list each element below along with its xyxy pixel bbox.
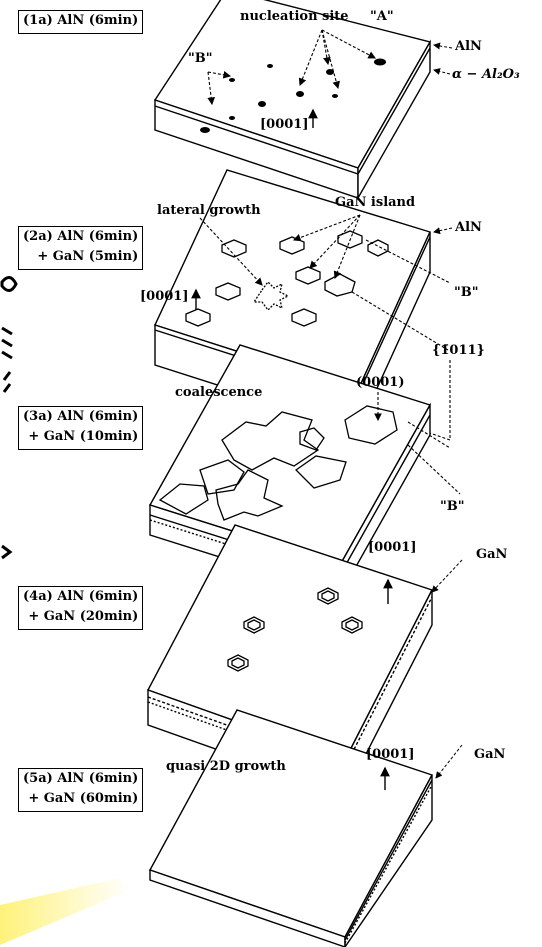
highlight-streak <box>0 878 130 945</box>
site-a-label: "A" <box>370 9 394 24</box>
aln-leader-1 <box>433 42 453 50</box>
gan-leader-5 <box>435 744 463 779</box>
stage1-arrows <box>207 29 376 106</box>
site-b-label-2: "B" <box>454 285 479 300</box>
stage-1a-line1: (1a) AlN (6min) <box>23 13 139 28</box>
gan-pits <box>227 587 363 672</box>
nucleation-site-label: nucleation site <box>240 9 349 24</box>
stage-3a-line2: + GaN (10min) <box>28 429 139 444</box>
site-b-label-3: "B" <box>440 499 465 514</box>
nucleation-dots <box>200 58 386 133</box>
dir-0001-label-4: [0001] <box>368 540 417 555</box>
sapphire-label: α − Al₂O₃ <box>452 67 520 82</box>
stage2-arrows <box>199 214 451 441</box>
stage-2a-label: (2a) AlN (6min) + GaN (5min) <box>18 226 144 270</box>
coalesced-domains <box>158 405 398 521</box>
stage-3a-label: (3a) AlN (6min) + GaN (10min) <box>18 406 144 450</box>
stage3-arrows <box>374 392 461 495</box>
lateral-growth-label: lateral growth <box>157 203 261 218</box>
gan-label-5: GaN <box>474 747 506 762</box>
quasi-2d-label: quasi 2D growth <box>166 759 286 774</box>
gan-leader-4 <box>431 559 463 593</box>
stage-4a-label: (4a) AlN (6min) + GaN (20min) <box>18 586 144 630</box>
gan-islands <box>185 230 389 327</box>
facet-1011-label: {1̄011} <box>432 343 485 358</box>
aln-label-2: AlN <box>455 220 482 235</box>
aln-leader-2 <box>433 227 453 235</box>
stage-3a-line1: (3a) AlN (6min) <box>23 409 139 424</box>
site-b-label-1: "B" <box>188 51 213 66</box>
slab-1a <box>153 0 432 201</box>
dir-0001-label-1: [0001] <box>260 117 309 132</box>
stage-4a-line1: (4a) AlN (6min) <box>23 589 139 604</box>
coalescence-label: coalescence <box>175 385 263 400</box>
stage-5a-line1: (5a) AlN (6min) <box>23 771 139 786</box>
plane-0001-label: (0001) <box>356 375 405 390</box>
dir-0001-label-2: [0001] <box>140 289 189 304</box>
stage-5a-label: (5a) AlN (6min) + GaN (60min) <box>18 768 144 812</box>
stage-4a-line2: + GaN (20min) <box>28 609 139 624</box>
dir-0001-label-5: [0001] <box>366 747 415 762</box>
gan-island-label: GaN island <box>335 195 416 210</box>
stage-2a-line2: + GaN (5min) <box>37 249 139 264</box>
sapphire-leader-1 <box>433 68 451 75</box>
left-edge-marks <box>0 276 18 560</box>
gan-label-4: GaN <box>476 547 508 562</box>
stage-5a-line2: + GaN (60min) <box>28 791 139 806</box>
stage-1a-label: (1a) AlN (6min) <box>18 10 144 34</box>
aln-label-1: AlN <box>455 39 482 54</box>
stage-2a-line1: (2a) AlN (6min) <box>23 229 139 244</box>
slab-5a <box>148 709 434 947</box>
